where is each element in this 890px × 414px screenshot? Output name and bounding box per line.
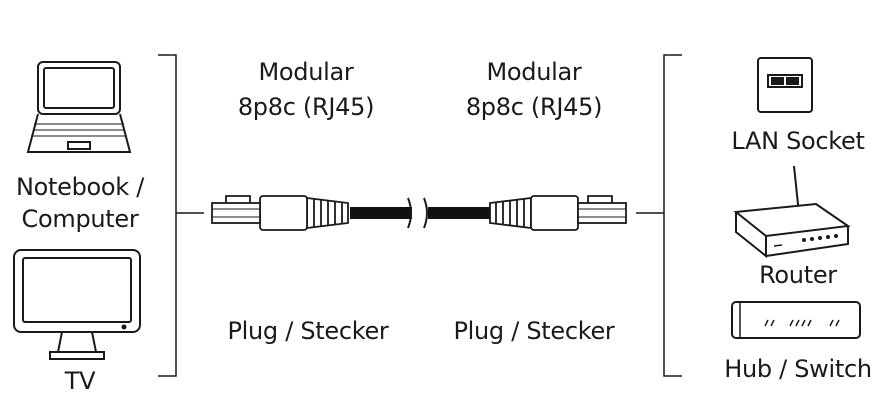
left-connector-type-line2: 8p8c (RJ45) <box>237 93 375 121</box>
lan-socket-icon <box>757 57 813 113</box>
left-plug-label: Plug / Stecker <box>227 317 389 345</box>
hub-switch-icon <box>731 301 861 339</box>
lan-socket-label: LAN Socket <box>731 127 865 155</box>
notebook-label-line2: Computer <box>21 205 139 233</box>
right-connector-type-line1: Modular <box>486 58 582 86</box>
notebook-label-line1: Notebook / <box>15 173 145 201</box>
router-label: Router <box>759 261 837 289</box>
right-rj45-plug-icon <box>489 195 627 231</box>
cable <box>350 197 490 229</box>
notebook-icon <box>26 61 132 153</box>
right-connector-type-line2: 8p8c (RJ45) <box>465 93 603 121</box>
right-bracket <box>636 54 682 377</box>
left-connector-type-line1: Modular <box>258 58 354 86</box>
tv-icon <box>13 249 141 360</box>
left-bracket <box>158 54 204 377</box>
hub-switch-label: Hub / Switch <box>724 355 872 383</box>
tv-label: TV <box>64 367 96 395</box>
left-rj45-plug-icon <box>211 195 349 231</box>
router-icon <box>733 165 851 259</box>
right-plug-label: Plug / Stecker <box>453 317 615 345</box>
